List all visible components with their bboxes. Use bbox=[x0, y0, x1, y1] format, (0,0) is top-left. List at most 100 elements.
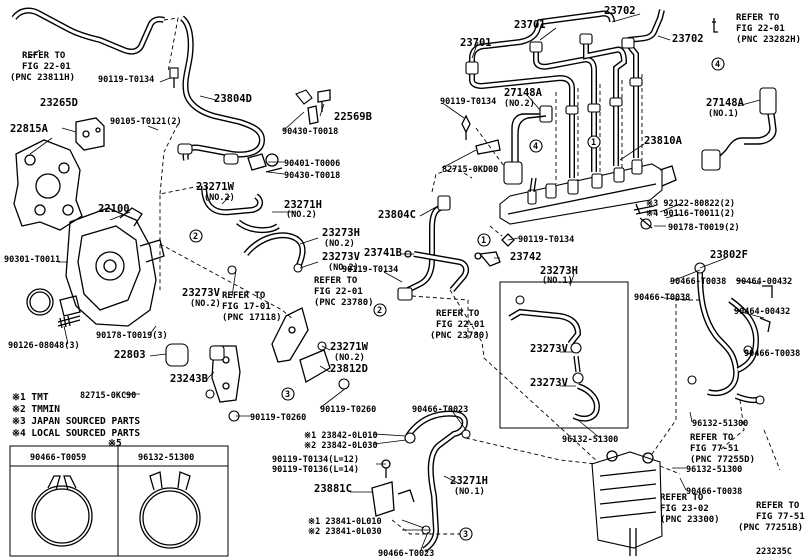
label-90119-T0134-L12: 90119-T0134(L=12) bbox=[272, 455, 359, 465]
svg-text:FIG 77-51: FIG 77-51 bbox=[690, 444, 739, 454]
label-27148A-no1: 27148A bbox=[706, 97, 745, 109]
refer-fig77-a: REFER TO FIG 77-51 (PNC 77255D) bbox=[690, 433, 755, 465]
common-rail-23810A bbox=[499, 159, 677, 225]
label-82715-0KD00: 82715-0KD00 bbox=[442, 165, 498, 175]
svg-text:FIG 17-01: FIG 17-01 bbox=[222, 302, 271, 312]
label-90430-T0018-a: 90430-T0018 bbox=[282, 127, 338, 137]
label-23881C: 23881C bbox=[314, 483, 352, 495]
label-90301-T0011: 90301-T0011 bbox=[4, 255, 60, 265]
label-23273V-b: 23273V bbox=[182, 287, 221, 299]
leader-lines bbox=[27, 13, 765, 553]
label-23812D: 23812D bbox=[330, 363, 368, 375]
refer-fig22-top-right: REFER TO FIG 22-01 (PNC 23282H) bbox=[736, 13, 801, 45]
harness-27148A-no1 bbox=[701, 87, 777, 171]
svg-text:REFER TO: REFER TO bbox=[436, 309, 480, 319]
label-96132-51300-c: 96132-51300 bbox=[686, 465, 742, 475]
label-23804D: 23804D bbox=[214, 93, 252, 105]
callout-3-a bbox=[281, 387, 295, 401]
legend-note-4: ※4 LOCAL SOURCED PARTS bbox=[12, 428, 140, 439]
label-90105-T0121: 90105-T0121(2) bbox=[110, 117, 182, 127]
label-90464-00432-a: 90464-00432 bbox=[736, 277, 792, 287]
label-90119-T0134-rail: 90119-T0134 bbox=[518, 235, 574, 245]
label-23273V-d: 23273V bbox=[530, 377, 569, 389]
svg-text:(PNC 23780): (PNC 23780) bbox=[314, 298, 374, 308]
label-23842-0L030: ※2 23842-0L030 bbox=[304, 441, 378, 451]
legend-note-2: ※2 TMMIN bbox=[12, 404, 60, 415]
refer-fig77-b: REFER TO FIG 77-51 (PNC 77251B) bbox=[738, 501, 805, 533]
label-23273H-no2-sub: (NO.2) bbox=[324, 239, 355, 249]
label-90126-08048-3: 90126-08048(3) bbox=[8, 341, 80, 351]
refer-fig23: REFER TO FIG 23-02 (PNC 23300) bbox=[660, 493, 720, 525]
callout-3-b bbox=[459, 527, 473, 541]
label-23271H-no1: 23271H bbox=[450, 475, 488, 487]
label-90464-00432-b: 90464-00432 bbox=[734, 307, 790, 317]
studs-90126 bbox=[57, 315, 81, 329]
label-23271H-no2: 23271H bbox=[284, 199, 322, 211]
label-92122-80822: ※3 92122-80822(2) bbox=[646, 199, 735, 209]
svg-text:(PNC 23780): (PNC 23780) bbox=[430, 331, 490, 341]
svg-text:REFER TO: REFER TO bbox=[22, 51, 66, 61]
clamp-legend-box bbox=[9, 445, 229, 557]
label-90466-T0038-c: 90466-T0038 bbox=[744, 349, 800, 359]
svg-text:(PNC 77251B): (PNC 77251B) bbox=[738, 523, 803, 533]
label-23243B: 23243B bbox=[170, 373, 208, 385]
brackets-middle bbox=[205, 307, 350, 422]
label-23702-a: 23702 bbox=[604, 5, 636, 17]
svg-text:FIG 77-51: FIG 77-51 bbox=[756, 512, 805, 522]
label-27148A-no2-sub: (NO.2) bbox=[504, 99, 535, 109]
svg-text:3: 3 bbox=[463, 530, 468, 540]
callout-1-b bbox=[587, 135, 601, 149]
legend-note-3: ※3 JAPAN SOURCED PARTS bbox=[12, 416, 140, 427]
label-23273H-no2: 23273H bbox=[322, 227, 360, 239]
label-23273V-a-sub: (NO.2) bbox=[328, 263, 359, 273]
clamp-label-a: 90466-T0059 bbox=[30, 453, 86, 463]
rail-bolts-right bbox=[461, 114, 653, 247]
label-90466-T0023-a: 90466-T0023 bbox=[412, 405, 468, 415]
label-96132-51300-a: 96132-51300 bbox=[692, 419, 748, 429]
pipe-23282H bbox=[712, 18, 718, 33]
label-23273V-c: 23273V bbox=[530, 343, 569, 355]
refer-fig22-center: REFER TO FIG 22-01 (PNC 23780) bbox=[430, 309, 490, 341]
svg-text:REFER TO: REFER TO bbox=[690, 433, 734, 443]
svg-text:4: 4 bbox=[533, 142, 538, 152]
damper-22803 bbox=[165, 343, 225, 367]
harness-27148A-no2 bbox=[503, 105, 553, 185]
svg-text:(PNC 23300): (PNC 23300) bbox=[660, 515, 720, 525]
callouts: 2 2 1 1 3 3 4 4 bbox=[189, 57, 725, 541]
svg-text:REFER TO: REFER TO bbox=[222, 291, 266, 301]
callout-4-a bbox=[711, 57, 725, 71]
svg-text:1: 1 bbox=[591, 138, 596, 148]
label-22569B: 22569B bbox=[334, 111, 372, 123]
label-90401-T0006: 90401-T0006 bbox=[284, 159, 340, 169]
svg-text:REFER TO: REFER TO bbox=[660, 493, 704, 503]
label-23802F: 23802F bbox=[710, 249, 748, 261]
label-23273V-b-sub: (NO.2) bbox=[190, 299, 221, 309]
label-22100: 22100 bbox=[98, 203, 130, 215]
svg-text:REFER TO: REFER TO bbox=[756, 501, 800, 511]
label-23741B: 23741B bbox=[364, 247, 402, 259]
label-23271W-b: 23271W bbox=[330, 341, 369, 353]
svg-text:2: 2 bbox=[377, 306, 382, 316]
fuel-hoses-left bbox=[159, 123, 306, 321]
label-23271W-b-sub: (NO.2) bbox=[334, 353, 365, 363]
label-23271W-a-sub: (NO.2) bbox=[204, 193, 235, 203]
label-23271H-no1-sub: (NO.1) bbox=[454, 487, 485, 497]
svg-text:FIG 22-01: FIG 22-01 bbox=[436, 320, 485, 330]
label-23271H-no2-sub: (NO.2) bbox=[286, 210, 317, 220]
legend-note-5: ※5 bbox=[108, 438, 122, 449]
clamp-label-b: 96132-51300 bbox=[138, 453, 194, 463]
label-23271W-a: 23271W bbox=[196, 181, 235, 193]
pipe-23804C-23741B bbox=[397, 167, 503, 340]
label-96132-51300-b: 96132-51300 bbox=[562, 435, 618, 445]
label-27148A-no2: 27148A bbox=[504, 87, 543, 99]
label-90119-T0134-mid: 90119-T0134 bbox=[440, 97, 496, 107]
refer-fig22-top-left: REFER TO FIG 22-01 (PNC 23811H) bbox=[10, 51, 75, 83]
svg-text:FIG 22-01: FIG 22-01 bbox=[736, 24, 785, 34]
injection-pump-22100 bbox=[26, 207, 165, 327]
label-23841-0L030: ※2 23841-0L030 bbox=[308, 527, 382, 537]
callout-2-b bbox=[373, 303, 387, 317]
legend-note-1: ※1 TMT bbox=[12, 392, 49, 403]
label-23804C: 23804C bbox=[378, 209, 416, 221]
